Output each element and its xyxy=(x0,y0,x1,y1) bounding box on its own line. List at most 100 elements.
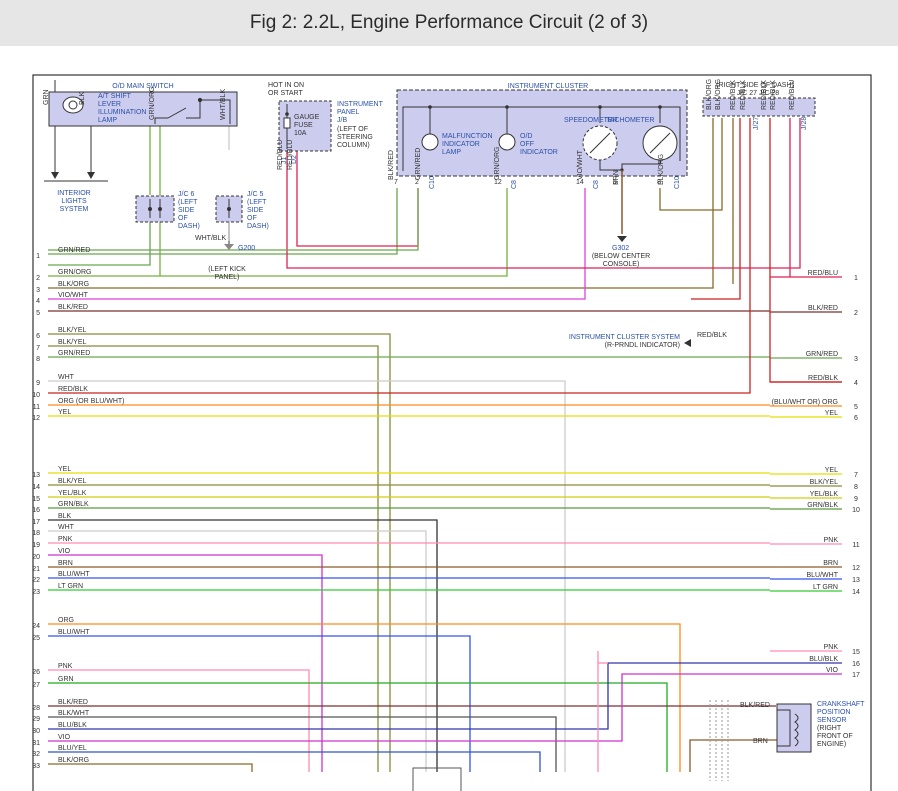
left-wire-number: 29 xyxy=(32,716,40,723)
left-wire-number: 17 xyxy=(32,519,40,526)
wire-left-32 xyxy=(48,751,541,772)
left-wire-number: 20 xyxy=(32,554,40,561)
jc27-tag: J/27 xyxy=(753,117,760,130)
instrument-panel-jb: HOT IN ON OR START GAUGE FUSE 10A INSTRU… xyxy=(268,82,384,164)
diagram-frame xyxy=(32,74,872,791)
left-wire-number: 15 xyxy=(32,496,40,503)
left-wire-label: BLU/WHT xyxy=(58,629,90,636)
right-wire-number: 12 xyxy=(852,565,860,572)
left-wire-label: VIO xyxy=(58,734,71,741)
left-wire-number: 21 xyxy=(32,566,40,573)
crank-label-6: ENGINE) xyxy=(817,741,846,748)
g200-label: G200 xyxy=(238,245,255,252)
right-wire-number: 10 xyxy=(852,507,860,514)
wire-brn-sensor xyxy=(689,739,777,772)
g302-label: G302 xyxy=(612,245,629,252)
fuse-label-2: FUSE xyxy=(294,122,313,129)
jc6-label-4: OF xyxy=(178,215,188,222)
left-wire-label: BLK/WHT xyxy=(58,710,90,717)
left-wire-label: BLK/RED xyxy=(58,699,88,706)
conn-c10-b: C10 xyxy=(674,176,681,189)
left-wire-label: GRN/ORG xyxy=(58,269,91,276)
left-wire-number: 28 xyxy=(32,705,40,712)
pin-5: 5 xyxy=(613,179,617,186)
left-wire-number: 16 xyxy=(32,507,40,514)
left-wire-label: BLK/YEL xyxy=(58,327,87,334)
vertical-wire-label: BRN xyxy=(613,170,620,185)
jc6-label-5: DASH) xyxy=(178,223,200,230)
conn-j1: J1 xyxy=(281,157,288,165)
cluster-system-label-1: INSTRUMENT CLUSTER SYSTEM xyxy=(569,334,680,341)
switch-icon xyxy=(154,97,231,124)
right-wire-label: GRN/RED xyxy=(806,351,838,358)
dash-right-jc: J/C 27 J/C 28 xyxy=(737,90,780,97)
od-off-lamp-icon xyxy=(498,133,516,151)
crank-label-2: POSITION xyxy=(817,709,850,716)
left-wire-number: 9 xyxy=(36,380,40,387)
mil-label-1: MALFUNCTION xyxy=(442,133,493,140)
vertical-wire-label: BLK/ORG xyxy=(715,79,722,110)
left-wire-number: 19 xyxy=(32,542,40,549)
pin-14: 14 xyxy=(576,179,584,186)
left-wire-number: 11 xyxy=(33,404,40,411)
wire-left-33 xyxy=(48,763,253,772)
figure-header: Fig 2: 2.2L, Engine Performance Circuit … xyxy=(0,0,898,46)
shift-lamp-label-4: LAMP xyxy=(98,117,117,124)
right-wire-label: LT GRN xyxy=(813,584,838,591)
right-wire-label: PNK xyxy=(824,644,839,651)
od-main-switch: O/D MAIN SWITCH A/T SHIFT LEVER ILLUMINA… xyxy=(48,83,238,127)
hot-in-label-1: HOT IN ON xyxy=(268,82,304,89)
right-wire-number: 14 xyxy=(852,589,860,596)
left-wire-number: 30 xyxy=(32,728,40,735)
left-wire-label: PNK xyxy=(58,536,73,543)
conn-c10-a: C10 xyxy=(429,176,436,189)
ground-g302: G302 (BELOW CENTER CONSOLE) xyxy=(592,170,650,268)
jc5-label-2: (LEFT xyxy=(247,199,267,206)
jc28-tag: J/28 xyxy=(801,117,808,130)
fuse-label-3: 10A xyxy=(294,130,307,137)
wht-blk-label: WHT/BLK xyxy=(195,235,226,242)
left-wire-label: BLU/BLK xyxy=(58,722,87,729)
jc5-label-4: OF xyxy=(247,215,257,222)
interior-label-2: LIGHTS xyxy=(61,198,87,205)
wire-left-3 xyxy=(48,118,714,289)
vertical-wire-label: GRN/RED xyxy=(415,148,422,180)
ipjb-loc-1: (LEFT OF xyxy=(337,126,368,133)
right-wire-number: 9 xyxy=(854,496,858,503)
right-wire-number: 7 xyxy=(854,472,858,479)
pin-8: 8 xyxy=(657,179,661,186)
right-wire-label: BLU/WHT xyxy=(807,572,839,579)
right-wire-label: VIO xyxy=(826,667,839,674)
arrow-left-icon xyxy=(684,339,691,347)
left-wire-label: PNK xyxy=(58,663,73,670)
right-wire-label: RED/BLK xyxy=(808,375,838,382)
mil-label-2: INDICATOR xyxy=(442,141,480,148)
left-wire-number: 8 xyxy=(36,356,40,363)
vertical-wire-label: BLK xyxy=(79,91,86,105)
pin-7: 7 xyxy=(394,179,398,186)
cluster-system-label-2: (R-PRNDL INDICATOR) xyxy=(605,342,680,349)
arrow-down-icon xyxy=(87,172,95,179)
shift-lamp-label-1: A/T SHIFT xyxy=(98,93,132,100)
wire-left-24 xyxy=(48,623,681,772)
right-wire-number: 4 xyxy=(854,380,858,387)
right-wire-label: BLK/RED xyxy=(808,305,838,312)
vertical-wire-label: RED/BLU xyxy=(287,140,294,170)
right-wire-label: BLU/BLK xyxy=(809,656,838,663)
tachometer-label: TACHOMETER xyxy=(606,117,654,124)
jc5-label-3: SIDE xyxy=(247,207,264,214)
vertical-wire-label: GRN/ORG xyxy=(494,147,501,180)
right-wire-number: 6 xyxy=(854,415,858,422)
right-dash-connector: (RIGHT SIDE OF DASH) J/C 27 J/C 28 J/27 … xyxy=(702,82,816,130)
wire-blk-org-2 xyxy=(659,118,723,211)
left-wire-label: BLK/YEL xyxy=(58,478,87,485)
right-wire-number: 1 xyxy=(854,275,858,282)
shift-lamp-label-3: ILLUMINATION xyxy=(98,109,147,116)
figure-title: Fig 2: 2.2L, Engine Performance Circuit … xyxy=(249,12,649,33)
left-wire-label: YEL xyxy=(58,409,71,416)
vertical-wire-label: RED/BLU xyxy=(789,80,796,110)
shift-lamp-label-2: LEVER xyxy=(98,101,121,108)
right-wire-number: 13 xyxy=(852,577,860,584)
left-wire-number: 7 xyxy=(36,345,40,352)
od-off-label-1: O/D xyxy=(520,133,532,140)
